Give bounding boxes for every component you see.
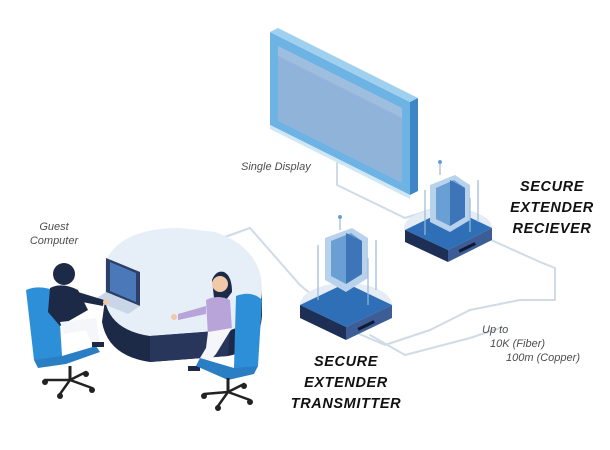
cable-fiber-run-2 <box>469 299 556 311</box>
distance-line3: 100m (Copper) <box>506 352 580 364</box>
distance-line2: 10K (Fiber) <box>490 338 546 350</box>
receiver-title: SECURE EXTENDER RECIEVER <box>504 177 600 240</box>
receiver-device <box>404 160 492 262</box>
transmitter-title-line3: TRANSMITTER <box>290 396 402 412</box>
guest-computer-label: Guest Computer <box>24 220 84 248</box>
cable-receiver-to-fiber-1 <box>479 234 556 301</box>
laptop-icon <box>94 258 140 314</box>
monitor-icon <box>270 28 418 199</box>
person-icon <box>48 263 109 347</box>
single-display-label: Single Display <box>241 161 311 173</box>
transmitter-title-line1: SECURE <box>313 354 379 370</box>
receiver-title-line3: RECIEVER <box>512 221 592 237</box>
shield-icon <box>430 175 470 232</box>
transmitter-device <box>300 215 392 340</box>
distance-line1: Up to <box>482 324 509 336</box>
shield-icon <box>325 228 368 292</box>
cable-copper-run <box>369 327 501 356</box>
guest-label-line2: Computer <box>29 235 79 247</box>
transmitter-title-line2: EXTENDER <box>304 375 388 391</box>
chair-icon <box>26 287 100 399</box>
guest-label-line1: Guest <box>39 221 69 233</box>
receiver-title-line2: EXTENDER <box>510 200 594 216</box>
receiver-title-line1: SECURE <box>519 179 585 195</box>
cable-transmitter-to-fiber-1 <box>349 309 471 346</box>
distance-label: Up to 10K (Fiber) 100m (Copper) <box>478 323 580 365</box>
transmitter-title: SECURE EXTENDER TRANSMITTER <box>286 352 406 415</box>
chair-icon <box>196 293 262 411</box>
